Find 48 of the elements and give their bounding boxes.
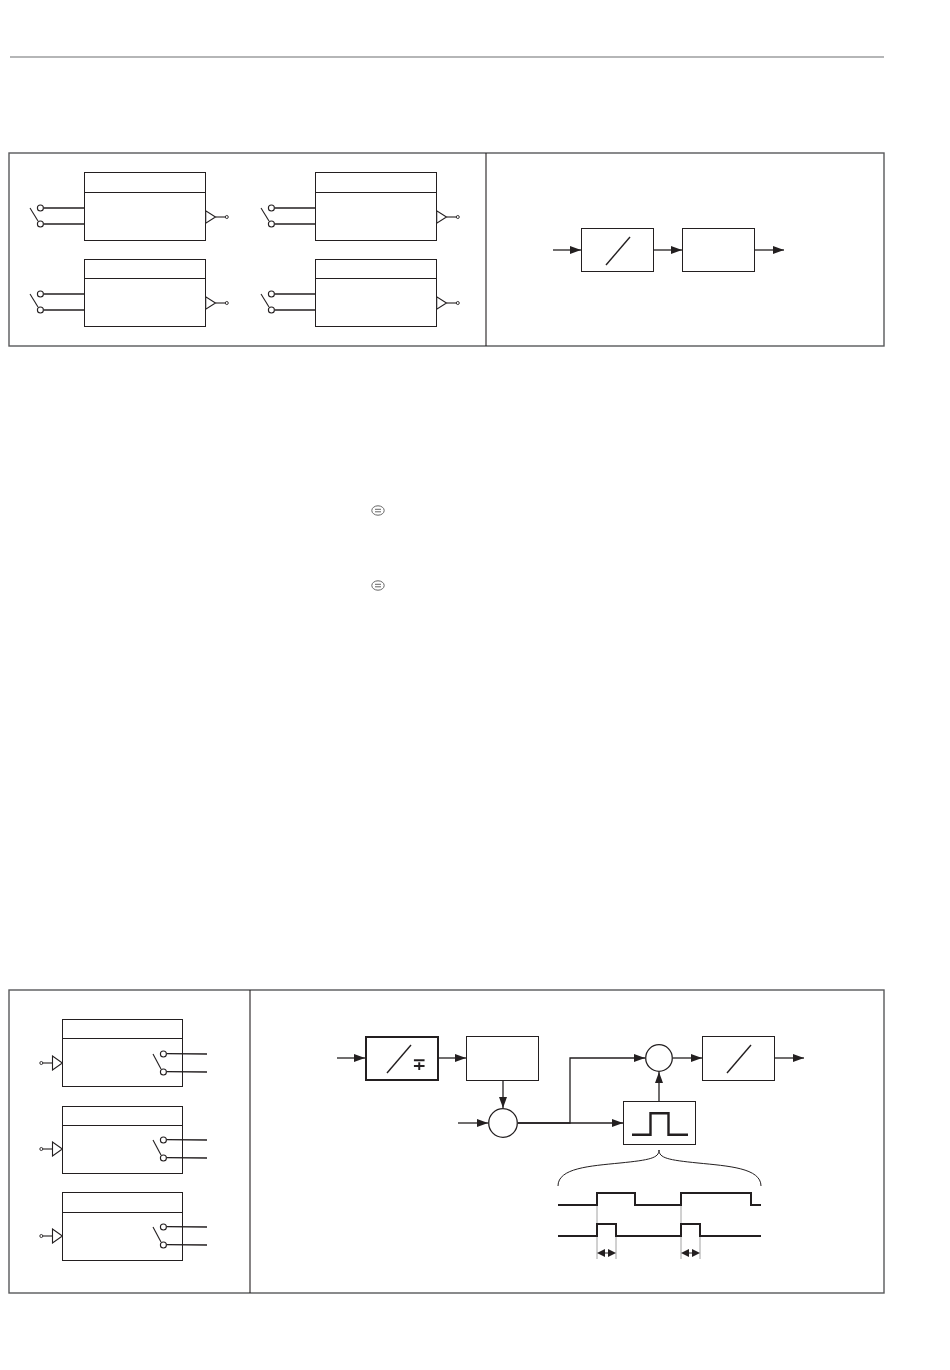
arrow xyxy=(457,1119,489,1127)
arrow xyxy=(438,1054,467,1062)
function-block xyxy=(682,228,755,272)
function-block xyxy=(581,228,654,272)
switch-symbol xyxy=(28,204,44,228)
arrow xyxy=(499,1080,507,1109)
module-box xyxy=(315,259,437,327)
connector-line xyxy=(43,207,85,209)
arrow xyxy=(672,1054,703,1062)
function-block xyxy=(365,1036,439,1081)
connector-line xyxy=(43,223,85,225)
arrow xyxy=(655,1071,663,1102)
connector-line xyxy=(166,1139,208,1141)
connector-line xyxy=(166,1244,208,1246)
arrow xyxy=(552,246,582,254)
module-box xyxy=(62,1192,183,1261)
module-box xyxy=(84,259,206,327)
connector-line xyxy=(166,1157,208,1159)
switch-symbol xyxy=(150,1049,167,1076)
arrow xyxy=(774,1054,805,1062)
module-box xyxy=(62,1019,183,1087)
arrow xyxy=(754,246,785,254)
switch-symbol xyxy=(150,1222,167,1249)
switch-symbol xyxy=(259,204,275,228)
connector-line xyxy=(166,1226,208,1228)
connector-line xyxy=(43,293,85,295)
arrow xyxy=(336,1054,366,1062)
switch-symbol xyxy=(28,290,44,314)
connector-line xyxy=(43,309,85,311)
connector-line xyxy=(166,1071,208,1073)
minus-plus-sign: ∓ xyxy=(412,1056,427,1073)
switch-symbol xyxy=(259,290,275,314)
arrow xyxy=(653,246,683,254)
connector-line xyxy=(274,207,316,209)
function-block xyxy=(623,1101,696,1145)
module-box xyxy=(84,172,206,241)
module-box xyxy=(315,172,437,241)
circle-junction xyxy=(488,1108,518,1138)
function-block xyxy=(466,1036,539,1081)
connector-line xyxy=(274,293,316,295)
connector-line xyxy=(166,1053,208,1055)
connector-line xyxy=(274,223,316,225)
circle-junction xyxy=(645,1044,673,1072)
arrow xyxy=(517,1054,646,1124)
module-box xyxy=(62,1106,183,1174)
switch-symbol xyxy=(150,1135,167,1162)
function-block xyxy=(702,1036,775,1081)
connector-line xyxy=(274,309,316,311)
